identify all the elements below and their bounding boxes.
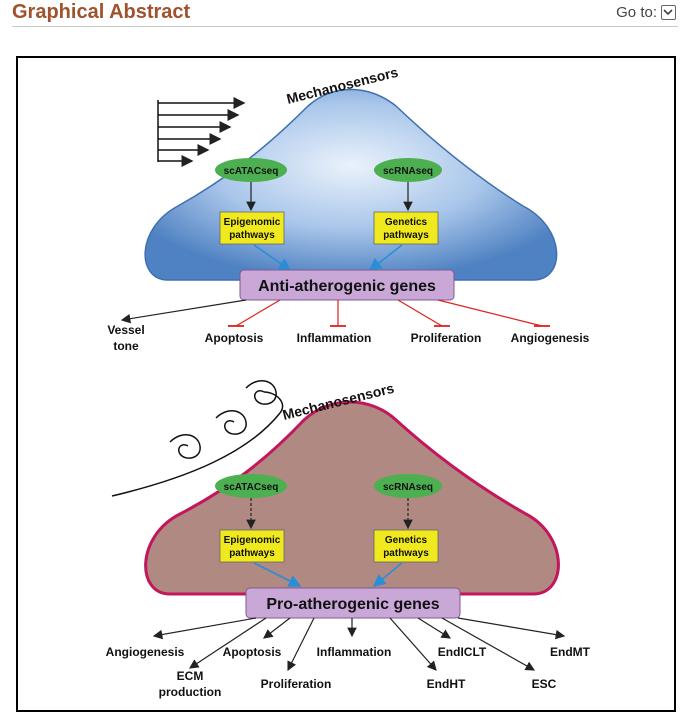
genetics-box-top (373, 211, 439, 245)
outcome-ecm-2: production (159, 685, 222, 699)
scrnaseq-oval-bottom (374, 474, 442, 498)
pro-atherogenic-genes-box (245, 587, 461, 619)
graphical-abstract-figure: Mechanosensors scATACseq scRNAseq Epigen… (16, 56, 676, 712)
chevron-down-icon[interactable] (661, 5, 676, 20)
abstract-diagram: Mechanosensors scATACseq scRNAseq Epigen… (106, 64, 591, 699)
top-panel: Mechanosensors scATACseq scRNAseq Epigen… (107, 64, 589, 353)
epigenomic-label-top-2: pathways (229, 230, 275, 241)
scrnaseq-label-bottom: scRNAseq (383, 482, 433, 493)
epigenomic-label-bottom-2: pathways (229, 548, 275, 559)
genetics-label-bottom-2: pathways (383, 548, 429, 559)
outcome-endht: EndHT (427, 677, 466, 691)
pro-atherogenic-genes-label: Pro-atherogenic genes (266, 596, 439, 613)
anti-atherogenic-genes-label: Anti-atherogenic genes (258, 278, 436, 295)
endothelial-cell-bottom (144, 400, 560, 596)
epigenomic-box-bottom (219, 529, 285, 563)
laminar-flow-arrows-icon (157, 97, 246, 167)
genetics-box-bottom (373, 529, 439, 563)
genetics-label-top-1: Genetics (385, 217, 428, 228)
outcome-apoptosis-top: Apoptosis (205, 331, 264, 345)
outcome-vessel-tone-2: tone (113, 339, 139, 353)
outcome-esc: ESC (532, 677, 557, 691)
goto-label: Go to: (616, 4, 657, 21)
epigenomic-label-top-1: Epigenomic (224, 217, 281, 228)
scatacseq-label-bottom: scATACseq (224, 482, 279, 493)
header-divider (12, 26, 678, 27)
genetics-label-bottom-1: Genetics (385, 535, 428, 546)
endothelial-cell-top (144, 88, 558, 281)
outcome-angiogenesis-top: Angiogenesis (511, 331, 590, 345)
outcome-ecm-1: ECM (177, 669, 204, 683)
genetics-label-top-2: pathways (383, 230, 429, 241)
scrnaseq-label-top: scRNAseq (383, 166, 433, 177)
outcome-endiclt: EndICLT (438, 645, 487, 659)
scatacseq-oval-bottom (215, 474, 287, 498)
scatacseq-oval-top (215, 158, 287, 182)
outcome-vessel-tone-1: Vessel (107, 323, 144, 337)
anti-atherogenic-genes-box (239, 269, 455, 301)
bottom-panel: Mechanosensors scATACseq scRNAseq Epigen… (106, 380, 591, 699)
outcome-proliferation-bottom: Proliferation (261, 677, 332, 691)
epigenomic-label-bottom-1: Epigenomic (224, 535, 281, 546)
outcome-proliferation-top: Proliferation (411, 331, 482, 345)
outcome-inflammation-bottom: Inflammation (317, 645, 392, 659)
scatacseq-label-top: scATACseq (224, 166, 279, 177)
disturbed-flow-swirl-icon (111, 380, 284, 497)
outcome-apoptosis-bottom: Apoptosis (223, 645, 282, 659)
page-header: Graphical Abstract Go to: (0, 0, 684, 28)
goto-control[interactable]: Go to: (616, 4, 676, 21)
epigenomic-box-top (219, 211, 285, 245)
outcome-inflammation-top: Inflammation (297, 331, 372, 345)
outcome-endmt: EndMT (550, 645, 591, 659)
outcome-angiogenesis-bottom: Angiogenesis (106, 645, 185, 659)
scrnaseq-oval-top (374, 158, 442, 182)
section-title: Graphical Abstract (12, 1, 191, 23)
